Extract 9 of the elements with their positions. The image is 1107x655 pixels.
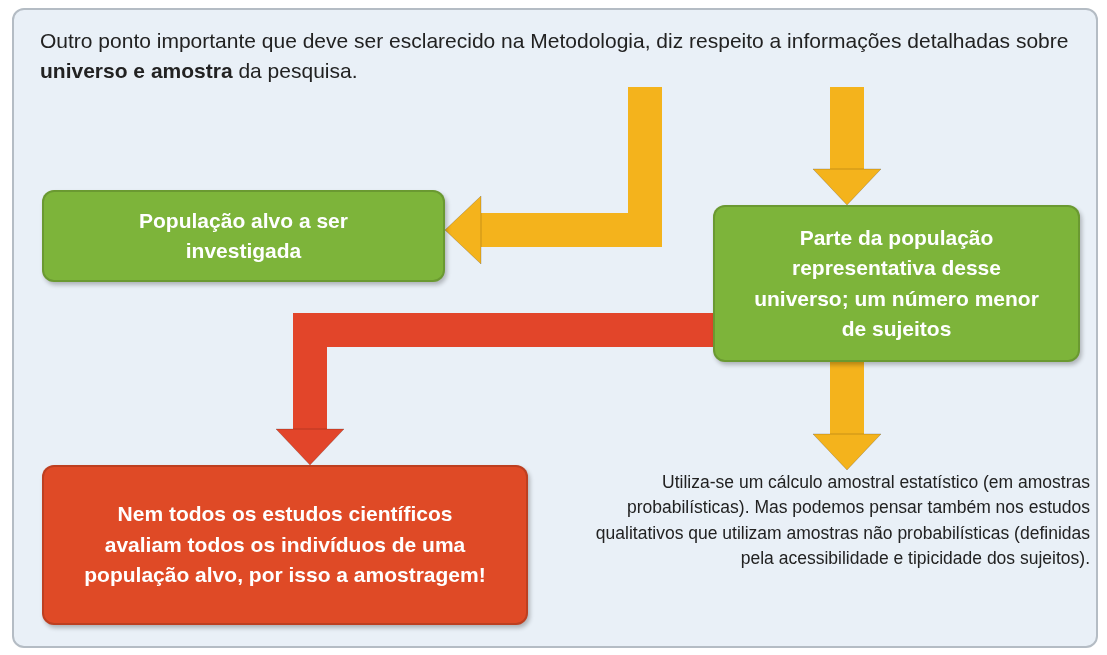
block-arrow	[812, 362, 882, 471]
intro-text: Outro ponto importante que deve ser esclarecido na Metodologia, diz respeito a informações detalhadas sobre universo e amostra da pesquisa.	[40, 26, 1090, 87]
process-box: Parte da população representativa desse universo; um número menor de sujeitos	[713, 205, 1080, 362]
block-arrow	[444, 87, 662, 265]
highlight-box: Nem todos os estudos científicos avaliam todos os indivíduos de uma população alvo, por isso a amostragem!	[42, 465, 528, 625]
block-arrow	[812, 87, 882, 206]
process-box: População alvo a ser investigada	[42, 190, 445, 282]
note-text: Utiliza-se um cálculo amostral estatístico (em amostras probabilísticas). Mas podemos pensar também nos estudos qualitativos que utilizam amostras não probabilísticas (definidas pela acessibilidade e tipicidade dos sujeitos).	[570, 470, 1090, 572]
block-arrow	[275, 313, 713, 466]
